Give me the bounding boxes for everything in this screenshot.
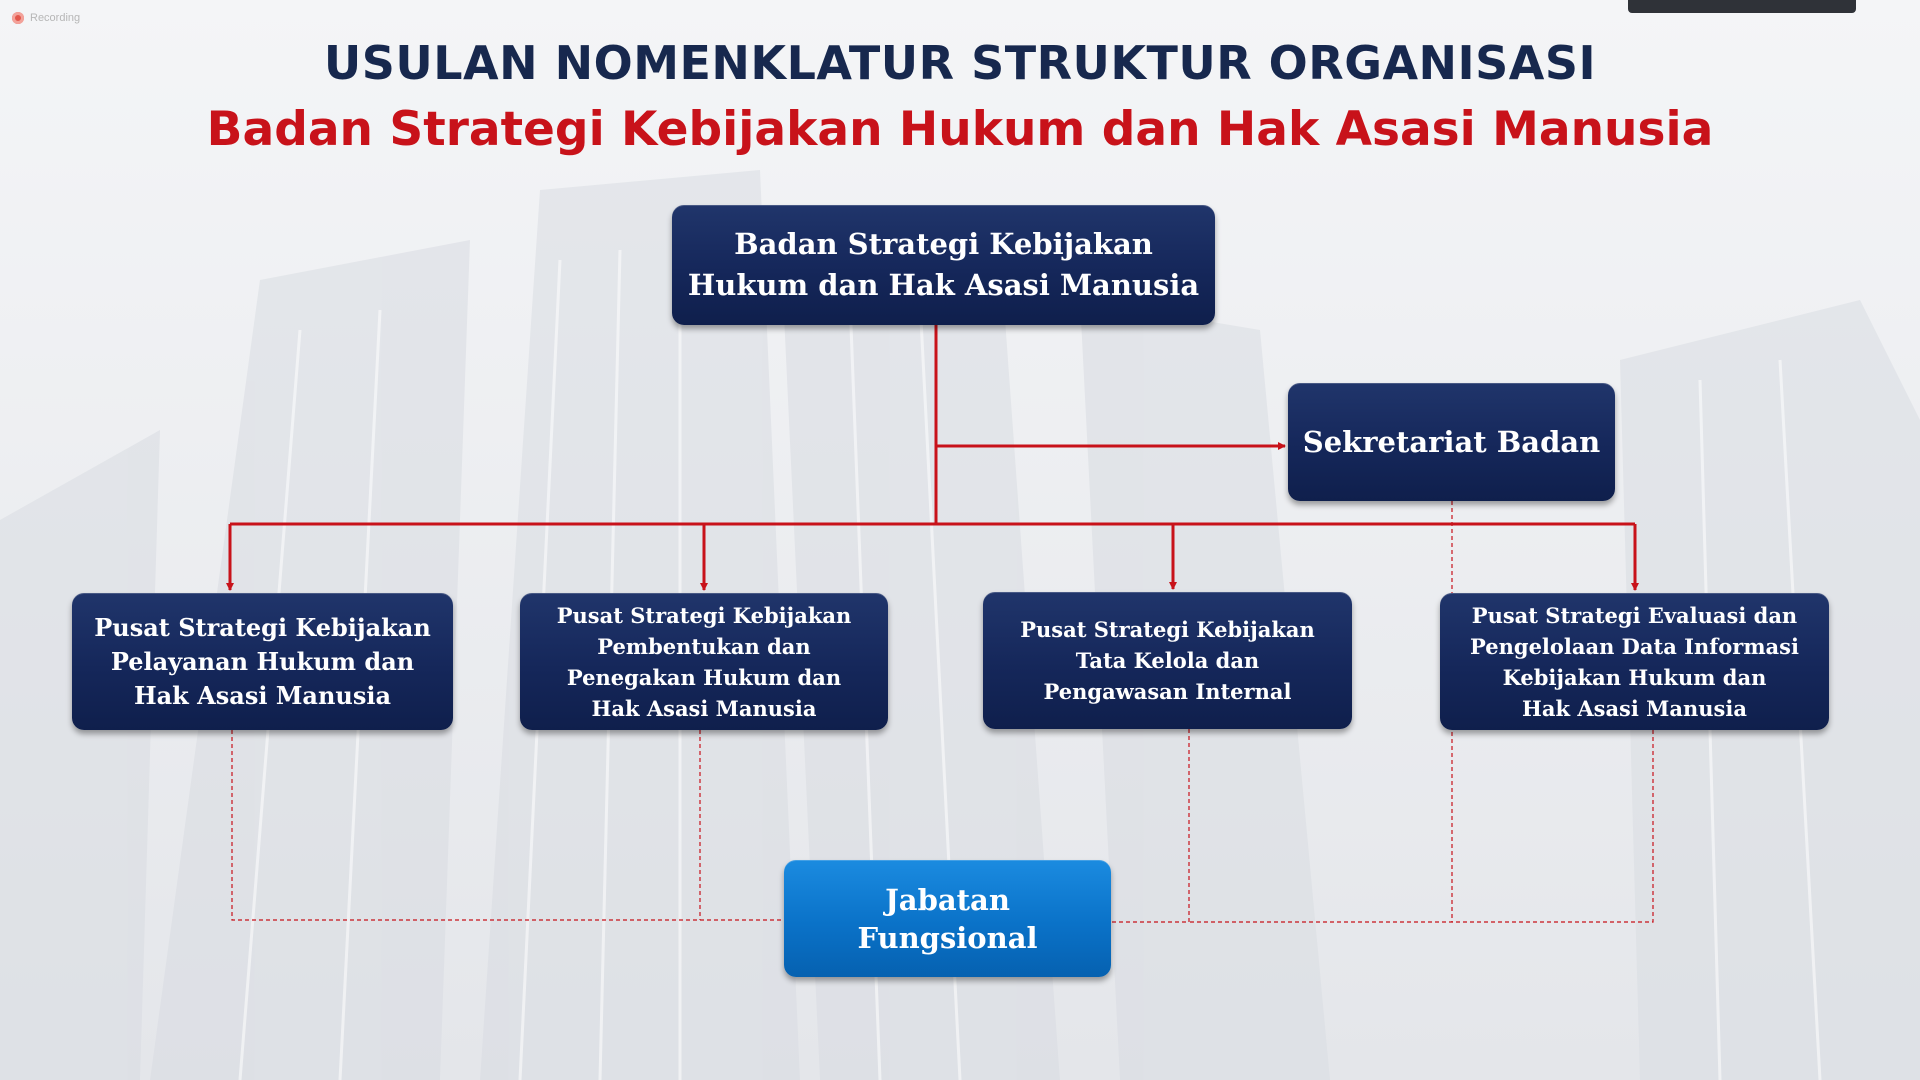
center-4-line-1: Pusat Strategi Evaluasi dan: [1471, 602, 1798, 628]
dotted-line-center-3: [1111, 729, 1190, 923]
head-agency-box: Badan Strategi Kebijakan Hukum dan Hak A…: [672, 205, 1215, 325]
secretariat-box: Sekretariat Badan: [1288, 383, 1615, 501]
dotted-line-center-4: [1452, 730, 1654, 923]
page-subtitle: Badan Strategi Kebijakan Hukum dan Hak A…: [206, 102, 1714, 157]
recording-indicator: Recording: [12, 12, 80, 24]
record-dot-icon: [12, 12, 24, 24]
dotted-line-center-1: [231, 730, 784, 921]
center-3-line-3: Pengawasan Internal: [1043, 679, 1292, 704]
center-box-legal-services: Pusat Strategi Kebijakan Pelayanan Hukum…: [72, 593, 453, 730]
functional-line-2: Fungsional: [857, 920, 1038, 955]
center-2-line-4: Hak Asasi Manusia: [591, 695, 817, 721]
center-2-line-1: Pusat Strategi Kebijakan: [556, 602, 852, 628]
center-box-evaluation-data: Pusat Strategi Evaluasi dan Pengelolaan …: [1440, 593, 1829, 730]
center-2-line-2: Pembentukan dan: [597, 633, 811, 659]
functional-positions-box: Jabatan Fungsional: [784, 860, 1111, 977]
head-agency-line-1: Badan Strategi Kebijakan: [734, 227, 1153, 261]
center-2-line-3: Penegakan Hukum dan: [566, 664, 842, 690]
center-1-line-2: Pelayanan Hukum dan: [110, 646, 415, 676]
page-title: USULAN NOMENKLATUR STRUKTUR ORGANISASI: [323, 36, 1597, 90]
center-1-line-3: Hak Asasi Manusia: [133, 680, 392, 710]
head-agency-line-2: Hukum dan Hak Asasi Manusia: [687, 268, 1200, 302]
center-3-line-1: Pusat Strategi Kebijakan: [1020, 617, 1315, 642]
center-box-governance-oversight: Pusat Strategi Kebijakan Tata Kelola dan…: [983, 592, 1352, 729]
secretariat-label: Sekretariat Badan: [1302, 425, 1601, 459]
recording-label: Recording: [30, 12, 81, 24]
functional-line-1: Jabatan: [885, 882, 1010, 917]
center-4-line-2: Pengelolaan Data Informasi: [1470, 633, 1799, 659]
center-3-line-2: Tata Kelola dan: [1075, 648, 1260, 673]
center-4-line-4: Hak Asasi Manusia: [1522, 695, 1747, 721]
center-4-line-3: Kebijakan Hukum dan: [1502, 664, 1767, 690]
center-1-line-1: Pusat Strategi Kebijakan: [94, 612, 431, 642]
center-box-law-formation-enforcement: Pusat Strategi Kebijakan Pembentukan dan…: [520, 593, 888, 730]
meeting-toolbar-chip[interactable]: [1628, 0, 1856, 13]
